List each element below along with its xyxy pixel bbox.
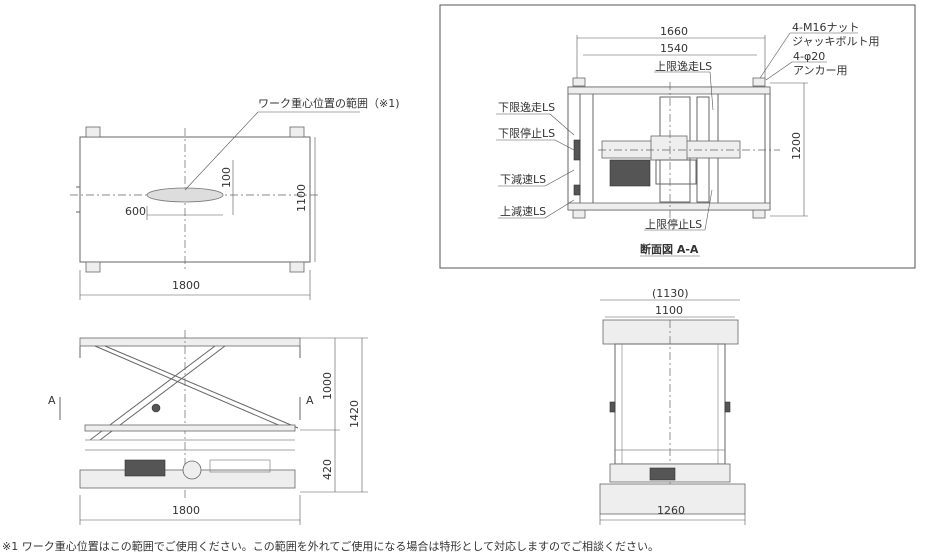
dim-1800-top: 1800: [172, 279, 200, 292]
front-view: (1130) 1100 1260: [599, 287, 746, 525]
ls-lower-decel: 下減速LS: [500, 172, 546, 186]
dim-1200: 1200: [790, 132, 803, 160]
dim-420: 420: [321, 459, 334, 480]
ls-upper-stop: 上限停止LS: [645, 217, 702, 231]
nut-label: 4-M16ナット: [792, 21, 859, 34]
footnote: ※1 ワーク重心位置はこの範囲でご使用ください。この範囲を外れてご使用になる場合…: [2, 540, 660, 553]
dim-1100-top: 1100: [295, 184, 308, 212]
dim-1420: 1420: [348, 400, 361, 428]
dim-600: 600: [125, 205, 146, 218]
dim-1540: 1540: [660, 42, 688, 55]
section-view: 1660 1540 1200 4-M16ナット ジャッキボルト用 4-φ20 ア…: [439, 4, 916, 269]
ls-lower-overrun: 下限逸走LS: [498, 101, 555, 114]
section-mark-right: A: [306, 394, 314, 407]
dim-1000: 1000: [321, 372, 334, 400]
dim-100: 100: [220, 167, 233, 188]
anchor-label: 4-φ20: [793, 50, 825, 63]
ls-upper-overrun: 上限逸走LS: [655, 60, 712, 73]
cg-range-label: ワーク重心位置の範囲（※1): [258, 96, 400, 110]
dim-1260: 1260: [657, 504, 685, 517]
dim-1800-side: 1800: [172, 504, 200, 517]
anchor-label-sub: アンカー用: [793, 64, 848, 77]
section-title: 断面図 A-A: [640, 242, 699, 256]
nut-label-sub: ジャッキボルト用: [792, 35, 879, 48]
section-mark-left: A: [48, 394, 56, 407]
dim-1660: 1660: [660, 25, 688, 38]
dim-1100-front: 1100: [655, 304, 683, 317]
side-view: A A 1000 420 1420 1800: [48, 330, 368, 525]
ls-upper-decel: 上減速LS: [500, 204, 546, 218]
top-view: ワーク重心位置の範囲（※1) 100 600 1100 1800: [70, 96, 400, 300]
ls-lower-stop: 下限停止LS: [498, 126, 555, 140]
dim-1130: (1130): [652, 287, 689, 300]
